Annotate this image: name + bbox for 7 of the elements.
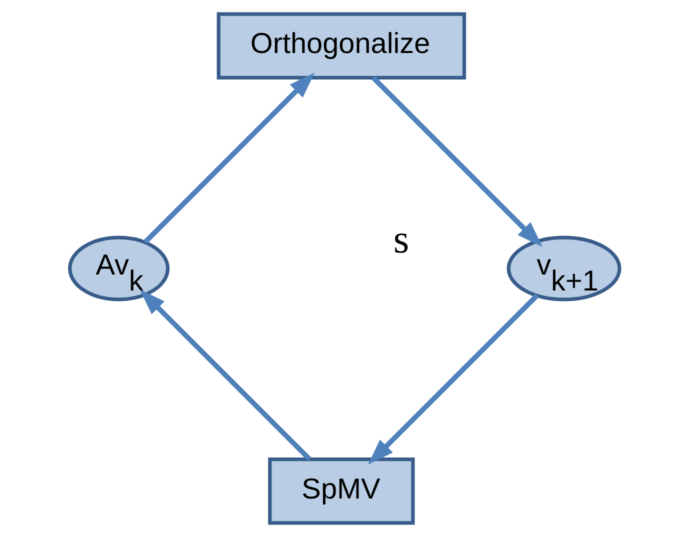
node-box: SpMV xyxy=(268,458,414,525)
node-box: Orthogonalize xyxy=(216,12,466,80)
arrow xyxy=(142,72,314,244)
label: s xyxy=(392,216,409,262)
arrow xyxy=(371,76,542,247)
arrow xyxy=(139,289,311,461)
arrow xyxy=(368,294,538,465)
